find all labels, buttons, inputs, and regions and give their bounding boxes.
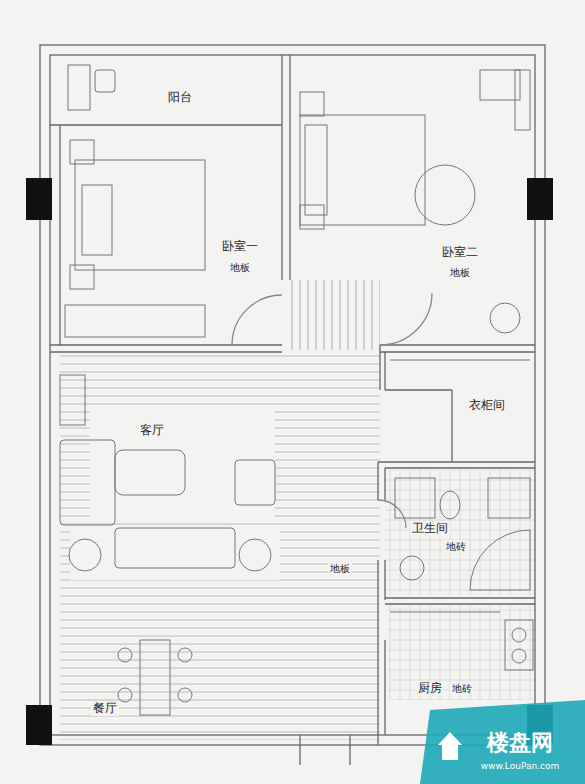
watermark: 楼盘网 [485, 735, 555, 750]
furniture [60, 65, 533, 715]
room: 阳台 [52, 55, 282, 125]
room-name: 卧室二 [440, 245, 480, 260]
room-name: 阳台 [166, 90, 194, 105]
room-name: 卧室一 [220, 239, 260, 254]
floor-note: 地板 [228, 261, 252, 274]
floor-note: 地板 [328, 562, 352, 575]
watermark-bg [420, 700, 585, 784]
floor-note: 地砖 [444, 540, 468, 553]
hall-floor [290, 280, 380, 350]
rug-area [90, 405, 275, 520]
sofa-area [70, 525, 280, 580]
watermark-url: www.LouPan.com [479, 759, 562, 774]
room: 厨房地砖 [385, 604, 535, 735]
room-name: 厨房 [416, 681, 444, 696]
room: 卫生间地砖 [385, 468, 535, 598]
room-name: 餐厅 [91, 701, 119, 716]
floor-note: 地板 [448, 266, 472, 279]
kitchen-tile [388, 605, 535, 700]
room: 卧室二地板 [290, 55, 535, 345]
columns [26, 178, 553, 745]
room-name: 衣柜间 [467, 398, 507, 413]
living-floor [60, 352, 380, 740]
room-name: 客厅 [138, 423, 166, 438]
floor-note: 地砖 [450, 682, 474, 695]
walls [40, 45, 545, 765]
room-name: 卫生间 [410, 521, 450, 536]
bath-tile [385, 470, 535, 595]
room: 卧室一地板 [60, 125, 282, 345]
room: 衣柜间 [385, 352, 535, 462]
watermark-house [438, 732, 462, 760]
